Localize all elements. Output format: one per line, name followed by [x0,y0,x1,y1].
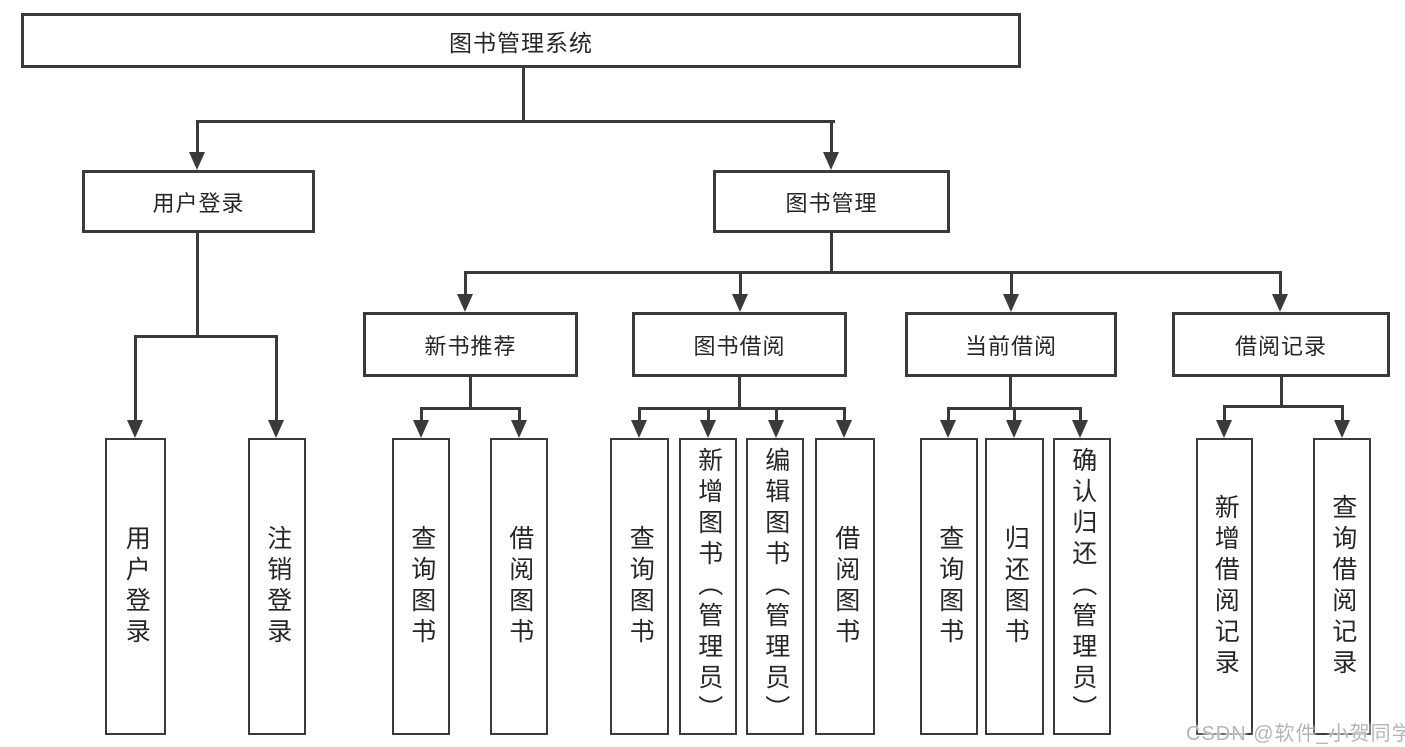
leaf-label: 查询图书 [407,524,436,649]
leaf-label: 用户登录 [122,524,151,649]
connector-line [1223,405,1226,423]
node-current-borrowing: 当前借阅 [905,312,1117,377]
leaf-label: 借阅图书 [831,524,860,649]
arrowhead-icon [1334,420,1350,438]
connector-line [1079,407,1082,423]
leaf-logout: 注销登录 [248,438,306,735]
node-label: 用户登录 [152,190,245,216]
connector-line [843,407,846,423]
arrowhead-icon [511,420,527,438]
arrowhead-icon [631,420,647,438]
csdn-watermark: CSDN @软件_小贺同学 [1186,723,1405,745]
connector-line [707,407,710,423]
connector-line [469,377,472,410]
leaf-query-books: 查询图书 [392,438,450,735]
connector-line [420,407,521,410]
connector-line [1280,377,1283,408]
connector-line [830,233,833,273]
arrowhead-icon [700,420,716,438]
leaf-query-books: 查询图书 [920,438,978,735]
connector-line [1223,405,1344,408]
leaf-label: 查询图书 [935,524,964,649]
leaf-query-books: 查询图书 [610,438,669,735]
leaf-label: 查询借阅记录 [1328,493,1357,680]
leaf-label: 新增借阅记录 [1211,493,1240,680]
node-book-management: 图书管理 [713,170,950,233]
connector-line [196,233,199,338]
node-borrowing-records: 借阅记录 [1172,312,1390,377]
connector-line [830,120,833,156]
leaf-borrow-books: 借阅图书 [490,438,548,735]
arrowhead-icon [413,420,429,438]
connector-line [197,120,835,123]
arrowhead-icon [1006,420,1022,438]
leaf-label: 注销登录 [263,524,292,649]
node-label: 借阅记录 [1234,333,1327,359]
node-label: 新书推荐 [424,333,517,359]
arrowhead-icon [732,294,748,312]
arrowhead-icon [1072,420,1088,438]
arrowhead-icon [268,420,284,438]
node-label: 图书借阅 [693,333,786,359]
leaf-borrow-books: 借阅图书 [815,438,875,735]
connector-line [1009,377,1012,410]
node-new-book-recommendation: 新书推荐 [363,312,578,377]
node-label: 图书管理 [785,190,878,216]
connector-line [134,335,137,423]
arrowhead-icon [940,420,956,438]
connector-line [947,407,950,423]
arrowhead-icon [768,420,784,438]
connector-line [1341,405,1344,423]
arrowhead-icon [189,152,205,170]
connector-line [275,335,278,423]
leaf-user-login: 用户登录 [105,438,166,735]
connector-line [1013,407,1016,423]
connector-line [464,271,467,299]
connector-line [738,377,741,410]
connector-line [638,407,641,423]
arrowhead-icon [457,294,473,312]
connector-line [739,271,742,299]
leaf-query-borrow-record: 查询借阅记录 [1313,438,1371,735]
connector-line [775,407,778,423]
arrowhead-icon [823,152,839,170]
leaf-return-books: 归还图书 [985,438,1044,735]
leaf-label: 查询图书 [626,524,655,649]
leaf-label: 归还图书 [1001,524,1030,649]
connector-line [518,407,521,423]
arrowhead-icon [836,420,852,438]
connector-line [1010,271,1013,299]
connector-line [522,68,525,123]
leaf-label: 确认归还（管理员） [1068,447,1097,726]
connector-line [638,407,846,410]
arrowhead-icon [1003,294,1019,312]
arrowhead-icon [127,420,143,438]
leaf-edit-books-admin: 编辑图书（管理员） [746,438,804,735]
leaf-label: 借阅图书 [505,524,534,649]
leaf-add-borrow-record: 新增借阅记录 [1196,438,1253,735]
leaf-add-books-admin: 新增图书（管理员） [679,438,737,735]
connector-line [1279,271,1282,299]
node-library-management-system: 图书管理系统 [21,13,1021,68]
leaf-confirm-return-admin: 确认归还（管理员） [1053,438,1111,735]
connector-line [464,271,1282,274]
leaf-label: 编辑图书（管理员） [761,447,790,726]
arrowhead-icon [1272,294,1288,312]
node-user-login: 用户登录 [82,170,315,233]
arrowhead-icon [1216,420,1232,438]
connector-line [134,335,278,338]
connector-line [420,407,423,423]
connector-line [196,120,199,156]
node-label: 图书管理系统 [449,29,593,56]
node-book-borrowing: 图书借阅 [632,312,847,377]
leaf-label: 新增图书（管理员） [694,447,723,726]
node-label: 当前借阅 [964,333,1057,359]
